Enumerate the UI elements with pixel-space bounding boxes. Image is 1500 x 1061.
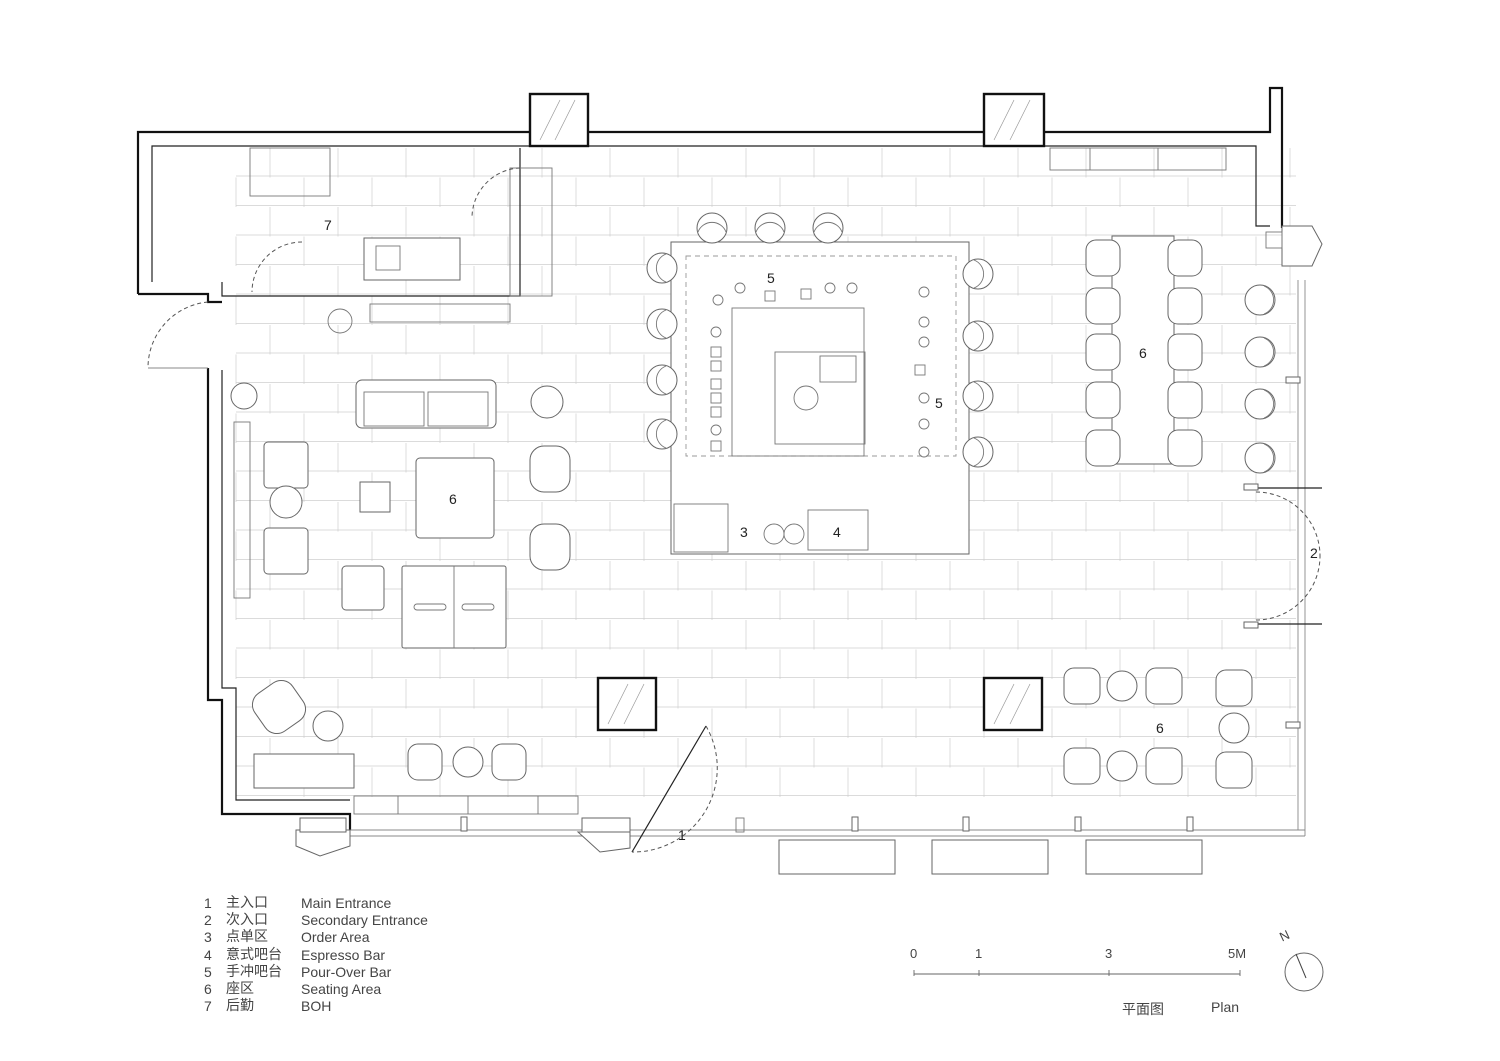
outdoor-planters bbox=[778, 839, 1203, 875]
legend-row: 2 次入口 Secondary Entrance bbox=[204, 912, 428, 929]
legend-zh: 点单区 bbox=[226, 929, 268, 946]
lounge-seating bbox=[230, 379, 579, 815]
legend-zh: 手冲吧台 bbox=[226, 963, 282, 980]
bar-stool bbox=[962, 320, 994, 352]
legend-row: 7 后勤 BOH bbox=[204, 998, 428, 1015]
legend-row: 5 手冲吧台 Pour-Over Bar bbox=[204, 964, 428, 981]
bar-stool bbox=[646, 364, 678, 396]
legend-num: 1 bbox=[204, 895, 212, 911]
legend-zh: 意式吧台 bbox=[226, 946, 282, 963]
plan-title-en: Plan bbox=[1211, 999, 1240, 1015]
legend-en: Pour-Over Bar bbox=[301, 963, 392, 980]
scale-tick-3: 3 bbox=[1105, 946, 1112, 961]
legend-zh: 后勤 bbox=[226, 998, 254, 1015]
legend-en: BOH bbox=[301, 998, 332, 1015]
legend-zh: 主入口 bbox=[226, 895, 268, 911]
legend-num: 6 bbox=[204, 981, 212, 998]
bar-stool bbox=[646, 418, 678, 450]
exterior-walls bbox=[136, 86, 1306, 837]
label-espresso: 4 bbox=[833, 524, 841, 540]
legend-row: 1 主入口 Main Entrance bbox=[204, 895, 428, 912]
legend-num: 3 bbox=[204, 929, 212, 946]
structural-columns bbox=[528, 92, 1046, 732]
scale-tick-5m: 5M bbox=[1228, 946, 1246, 961]
legend-en: Secondary Entrance bbox=[301, 912, 428, 929]
legend-en: Order Area bbox=[301, 929, 370, 946]
legend-num: 2 bbox=[204, 912, 212, 929]
label-secondary-entrance: 2 bbox=[1310, 545, 1318, 561]
north-label: N bbox=[1277, 927, 1292, 945]
bar-stool bbox=[696, 212, 728, 244]
bar-stools bbox=[646, 212, 994, 468]
label-seating-bottom: 6 bbox=[1156, 720, 1164, 736]
label-pour-over-right: 5 bbox=[935, 395, 943, 411]
bar-stool bbox=[754, 212, 786, 244]
label-order: 3 bbox=[740, 524, 748, 540]
right-seating bbox=[1049, 147, 1276, 789]
bar-stool bbox=[646, 308, 678, 340]
plan-title-zh: 平面图 bbox=[1122, 1002, 1164, 1018]
scale-tick-1: 1 bbox=[975, 946, 982, 961]
legend-row: 6 座区 Seating Area bbox=[204, 981, 428, 998]
communal-table bbox=[1085, 235, 1203, 467]
legend-en: Espresso Bar bbox=[301, 946, 386, 963]
legend-num: 4 bbox=[204, 946, 212, 963]
legend-en: Main Entrance bbox=[301, 895, 392, 911]
legend-zh: 次入口 bbox=[226, 912, 268, 929]
legend-num: 5 bbox=[204, 963, 212, 980]
label-pour-over-top: 5 bbox=[767, 270, 775, 286]
bar-stool bbox=[812, 212, 844, 244]
bar-stool bbox=[962, 258, 994, 290]
north-arrow-icon: N bbox=[1277, 927, 1324, 992]
label-main-entrance: 1 bbox=[678, 827, 686, 843]
label-seating-right: 6 bbox=[1139, 345, 1147, 361]
bar-island bbox=[670, 241, 970, 555]
legend-en: Seating Area bbox=[301, 981, 382, 998]
legend-num: 7 bbox=[204, 998, 212, 1015]
entrances bbox=[295, 225, 1323, 857]
label-boh: 7 bbox=[324, 217, 332, 233]
legend-row: 4 意式吧台 Espresso Bar bbox=[204, 947, 428, 964]
boh-room bbox=[147, 147, 553, 369]
legend-row: 3 点单区 Order Area bbox=[204, 929, 428, 946]
bar-stool bbox=[646, 252, 678, 284]
scale-tick-0: 0 bbox=[910, 946, 917, 961]
label-seating-left: 6 bbox=[449, 491, 457, 507]
legend-zh: 座区 bbox=[226, 981, 254, 998]
area-labels: 7 5 5 6 6 6 3 4 1 2 bbox=[324, 217, 1318, 843]
bar-stool bbox=[962, 436, 994, 468]
scale-bar: 0 1 3 5M bbox=[910, 946, 1246, 976]
bar-stool bbox=[962, 380, 994, 412]
